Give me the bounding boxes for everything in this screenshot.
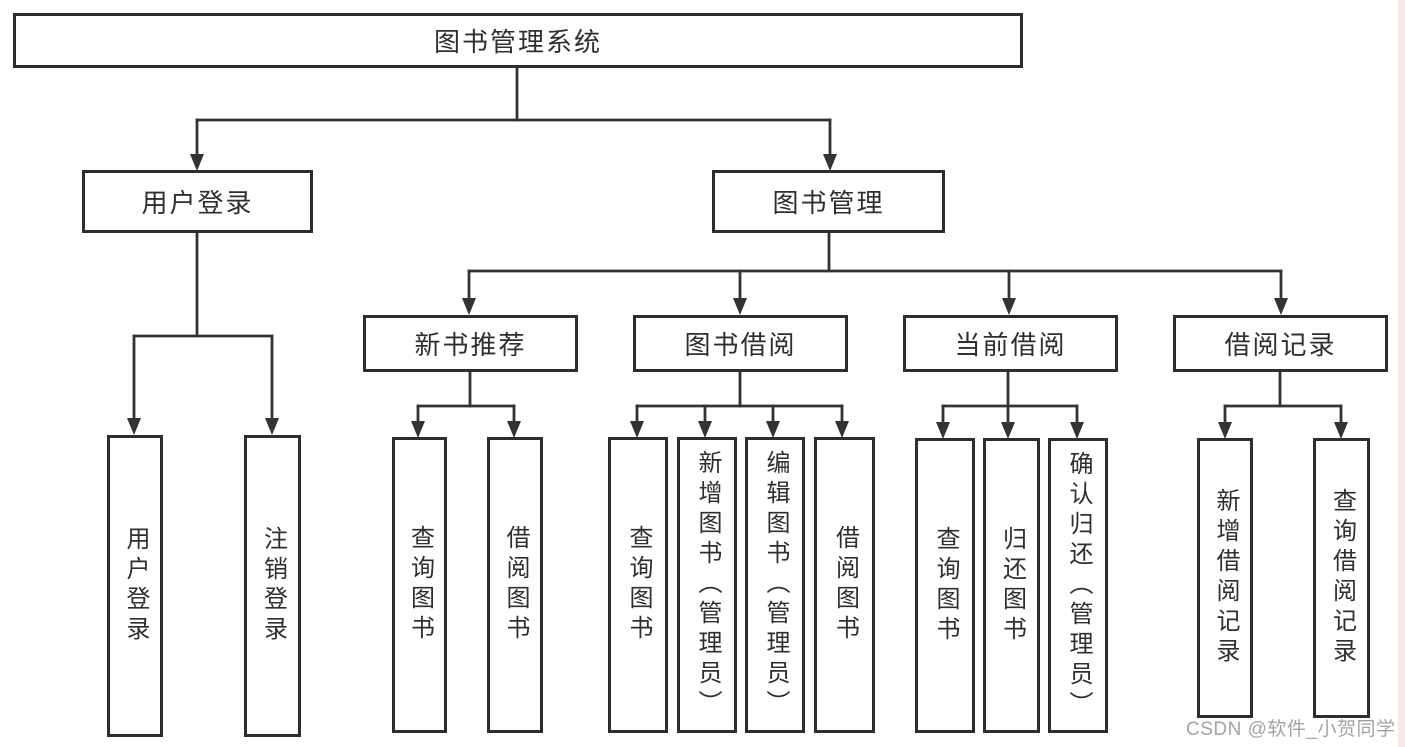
arrowhead bbox=[462, 298, 476, 315]
arrowhead bbox=[1218, 422, 1232, 439]
arrowhead bbox=[835, 421, 849, 438]
leaf-borrow-books-1: 借阅图书 bbox=[487, 437, 543, 733]
leaf-query-books-2: 查询图书 bbox=[608, 437, 668, 733]
arrowhead bbox=[127, 418, 141, 435]
leaf-logout: 注销登录 bbox=[244, 435, 301, 737]
leaf-label: 借阅图书 bbox=[831, 525, 859, 645]
leaf-label: 用户登录 bbox=[122, 526, 149, 646]
arrowhead bbox=[1334, 422, 1348, 439]
leaf-user-login: 用户登录 bbox=[107, 435, 163, 737]
leaf-add-borrow-record: 新增借阅记录 bbox=[1197, 438, 1253, 718]
arrowhead bbox=[630, 421, 644, 438]
arrowhead bbox=[1070, 422, 1084, 439]
leaf-label: 新增借阅记录 bbox=[1212, 488, 1239, 668]
leaf-query-borrow-record: 查询借阅记录 bbox=[1313, 438, 1370, 718]
node-new-book-recommend: 新书推荐 bbox=[363, 315, 578, 372]
leaf-label: 查询图书 bbox=[932, 525, 959, 646]
arrowhead bbox=[507, 421, 521, 438]
leaf-label: 归还图书 bbox=[998, 525, 1026, 646]
arrowhead bbox=[1002, 298, 1016, 315]
leaf-add-books-admin: 新增图书（管理员） bbox=[677, 437, 737, 733]
node-user-login: 用户登录 bbox=[82, 170, 313, 233]
node-label: 新书推荐 bbox=[414, 330, 527, 360]
right-edge-strip bbox=[1398, 0, 1405, 747]
arrowhead bbox=[190, 154, 204, 171]
arrowhead bbox=[1274, 298, 1288, 315]
node-label: 用户登录 bbox=[141, 188, 254, 218]
node-label: 图书管理系统 bbox=[433, 27, 602, 57]
leaf-borrow-books-2: 借阅图书 bbox=[814, 437, 875, 733]
arrowhead bbox=[823, 154, 837, 171]
arrowhead bbox=[936, 422, 950, 439]
leaf-return-books: 归还图书 bbox=[983, 438, 1040, 733]
leaf-query-books-1: 查询图书 bbox=[392, 437, 447, 733]
node-label: 当前借阅 bbox=[954, 330, 1067, 360]
node-label: 借阅记录 bbox=[1224, 330, 1337, 360]
node-borrow-records: 借阅记录 bbox=[1173, 315, 1388, 372]
leaf-edit-books-admin: 编辑图书（管理员） bbox=[745, 437, 805, 733]
node-book-management: 图书管理 bbox=[712, 170, 945, 233]
leaf-label: 编辑图书（管理员） bbox=[762, 450, 789, 720]
leaf-label: 新增图书（管理员） bbox=[694, 450, 721, 720]
node-label: 图书借阅 bbox=[684, 330, 797, 360]
leaf-label: 借阅图书 bbox=[502, 525, 529, 645]
node-root-system: 图书管理系统 bbox=[13, 13, 1023, 68]
leaf-label: 注销登录 bbox=[259, 526, 287, 646]
node-label: 图书管理 bbox=[772, 188, 885, 218]
arrowhead bbox=[766, 421, 780, 438]
arrowhead bbox=[698, 421, 712, 438]
leaf-label: 查询图书 bbox=[406, 525, 434, 645]
leaf-label: 确认归还（管理员） bbox=[1065, 450, 1092, 721]
csdn-watermark: CSDN @软件_小贺同学 bbox=[1186, 719, 1396, 740]
node-book-borrow: 图书借阅 bbox=[633, 315, 848, 372]
arrowhead bbox=[265, 418, 279, 435]
arrowhead bbox=[411, 421, 425, 438]
arrowhead bbox=[1001, 422, 1015, 439]
leaf-confirm-return-admin: 确认归还（管理员） bbox=[1048, 438, 1108, 733]
leaf-label: 查询借阅记录 bbox=[1328, 488, 1356, 668]
leaf-label: 查询图书 bbox=[625, 525, 652, 645]
arrowhead bbox=[733, 298, 747, 315]
node-current-borrow: 当前借阅 bbox=[903, 315, 1118, 372]
leaf-query-books-3: 查询图书 bbox=[915, 438, 975, 733]
